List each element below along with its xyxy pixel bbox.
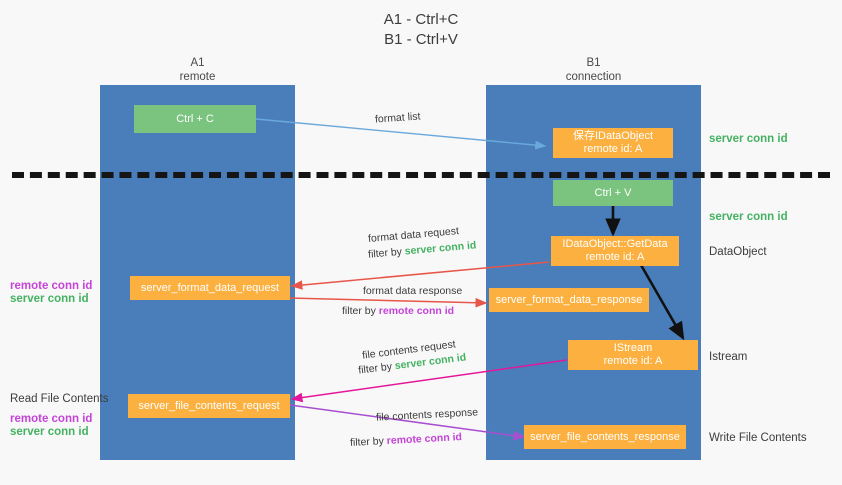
label-istream: Istream: [709, 351, 748, 363]
filter-value-remote-conn-id: remote conn id: [386, 431, 463, 447]
edge-label-file-contents-response-filter: filter by remote conn id: [350, 430, 463, 451]
box-save-idataobject[interactable]: 保存IDataObject remote id: A: [553, 128, 673, 158]
label-server-conn-id-left-2: server conn id: [10, 426, 89, 438]
filter-value-remote-conn-id: remote conn id: [378, 305, 455, 317]
label-server-conn-id-left-1: server conn id: [10, 293, 89, 305]
box-server-format-data-request[interactable]: server_format_data_request: [130, 276, 290, 300]
edge-label-format-list: format list: [374, 110, 421, 126]
lane-header-b1: B1 connection: [565, 57, 622, 83]
box-server-format-data-response[interactable]: server_format_data_response: [489, 288, 649, 312]
box-ctrl-v[interactable]: Ctrl + V: [553, 180, 673, 206]
lane-header-a1: A1 remote: [179, 57, 216, 83]
box-ctrl-c[interactable]: Ctrl + C: [134, 105, 256, 133]
label-read-file-contents: Read File Contents: [10, 393, 109, 405]
page-title: A1 - Ctrl+C B1 - Ctrl+V: [383, 11, 459, 48]
box-istream[interactable]: IStream remote id: A: [568, 340, 698, 370]
label-server-conn-id-1: server conn id: [709, 133, 788, 145]
label-dataobject: DataObject: [709, 246, 767, 258]
edge-label-format-data-response-filter: filter by remote conn id: [342, 304, 454, 319]
box-server-file-contents-request[interactable]: server_file_contents_request: [128, 394, 290, 418]
label-remote-conn-id-1: remote conn id: [10, 280, 93, 292]
label-server-conn-id-2: server conn id: [709, 211, 788, 223]
filter-prefix: filter by: [367, 245, 406, 261]
filter-prefix: filter by: [342, 305, 379, 317]
separator-dashed-line: [12, 172, 830, 178]
box-idataobject-getdata[interactable]: IDataObject::GetData remote id: A: [551, 236, 679, 266]
edge-label-file-contents-response: file contents response: [375, 406, 479, 424]
filter-prefix: filter by: [349, 435, 388, 449]
label-write-file-contents: Write File Contents: [709, 432, 807, 444]
box-server-file-contents-response[interactable]: server_file_contents_response: [524, 425, 686, 449]
filter-prefix: filter by: [357, 360, 396, 377]
edge-label-format-data-response: format data response: [363, 285, 463, 297]
label-remote-conn-id-2: remote conn id: [10, 413, 93, 425]
